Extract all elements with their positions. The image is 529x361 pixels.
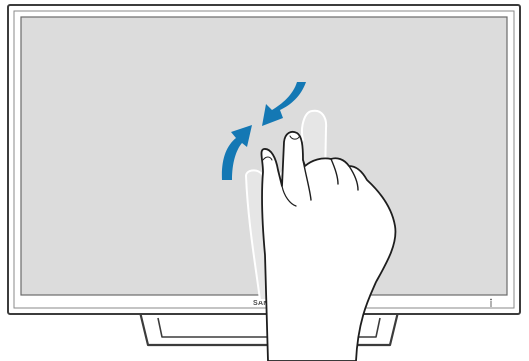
illustration-canvas: SAM: [0, 0, 529, 361]
touch-gesture-illustration: SAM: [0, 0, 529, 361]
